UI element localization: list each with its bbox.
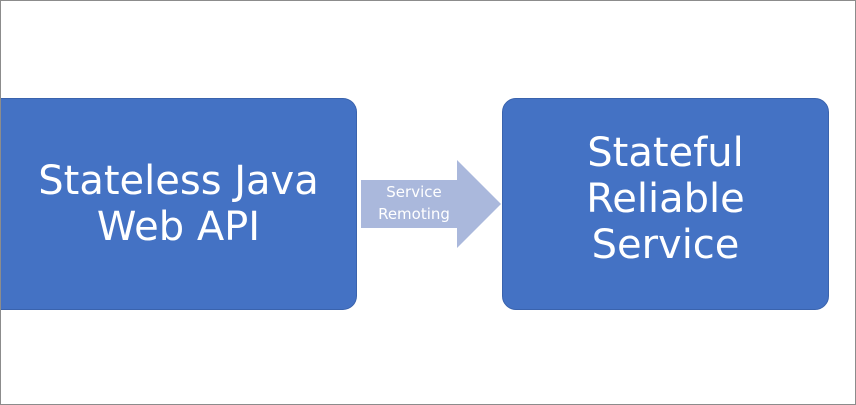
source-box-line-2: Web API	[96, 204, 261, 250]
service-remoting-arrow	[361, 160, 501, 248]
target-box-line-3: Service	[591, 222, 740, 268]
arrow-shape	[361, 160, 501, 248]
connector-label-line-1: Service	[386, 183, 442, 201]
connector-label-line-2: Remoting	[378, 205, 450, 223]
source-box-line-1: Stateless Java	[38, 158, 319, 204]
target-box-line-1: Stateful	[587, 130, 744, 176]
connector-label: Service Remoting	[362, 181, 466, 225]
stateful-reliable-service-box: Stateful Reliable Service	[502, 98, 829, 310]
stateless-java-web-api-box: Stateless Java Web API	[1, 98, 357, 310]
target-box-line-2: Reliable	[586, 176, 745, 222]
